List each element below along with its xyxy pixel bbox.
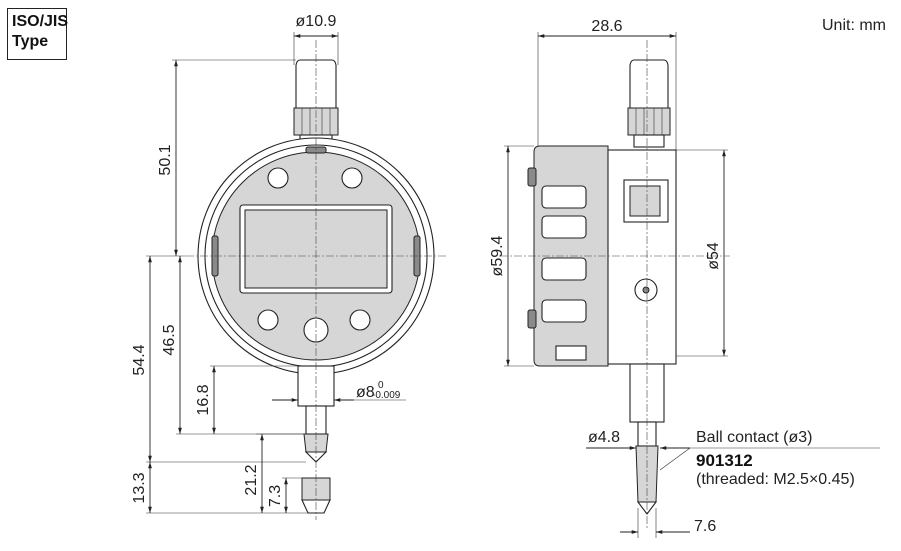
button-top-right [341, 167, 363, 189]
dim-59-4: ø59.4 [489, 235, 506, 276]
dim-54-4: 54.4 [131, 344, 148, 375]
callout-threaded: (threaded: M2.5×0.45) [696, 471, 855, 488]
dim-54: ø54 [705, 242, 722, 270]
side-dimensions: 28.6 ø59.4 ø54 ø4.8 7.6 Ball con [489, 18, 880, 538]
front-dimensions: ø10.9 50.1 54.4 46.5 16.8 ø8 0 -0. [131, 13, 406, 514]
side-left-tab-bottom [527, 309, 537, 329]
dim-16-8: 16.8 [195, 384, 212, 415]
ridge-1 [541, 185, 587, 209]
button-top-left [267, 167, 289, 189]
dim-8-lower: -0.009 [372, 390, 401, 401]
dim-7-3: 7.3 [267, 485, 284, 507]
ridge-2 [541, 215, 587, 239]
dim-8-main: ø8 [356, 384, 375, 401]
ridge-4 [541, 299, 587, 323]
dim-8-upper: 0 [378, 380, 384, 391]
side-battery-cover [555, 345, 587, 361]
side-stem-cap [629, 59, 669, 109]
side-left-tab-top [527, 167, 537, 187]
side-lug-hole [642, 286, 650, 294]
dim-28-6: 28.6 [591, 18, 622, 35]
ridge-3 [541, 257, 587, 281]
dim-7-6: 7.6 [694, 518, 716, 535]
dim-46-5: 46.5 [161, 324, 178, 355]
type-badge-line2: Type [12, 33, 49, 50]
unit-label: Unit: mm [822, 17, 886, 34]
side-bracket-inner [629, 185, 661, 217]
front-view [186, 40, 446, 520]
callout-part-number: 901312 [696, 451, 753, 470]
side-cap-base [633, 134, 665, 148]
dim-4-8: ø4.8 [588, 429, 620, 446]
side-view [500, 40, 730, 528]
type-badge: ISO/JIS Type [7, 8, 69, 60]
button-bottom-left [257, 309, 279, 331]
dim-50-1: 50.1 [157, 144, 174, 175]
callout-ball-contact: Ball contact (ø3) [696, 429, 812, 446]
dim-13-3: 13.3 [131, 472, 148, 503]
button-bottom-right [349, 309, 371, 331]
lcd-screen [244, 209, 388, 289]
side-knurled-cap [627, 107, 671, 136]
dim-10-9: ø10.9 [296, 13, 337, 30]
dim-21-2: 21.2 [243, 464, 260, 495]
type-badge-line1: ISO/JIS [12, 13, 69, 30]
